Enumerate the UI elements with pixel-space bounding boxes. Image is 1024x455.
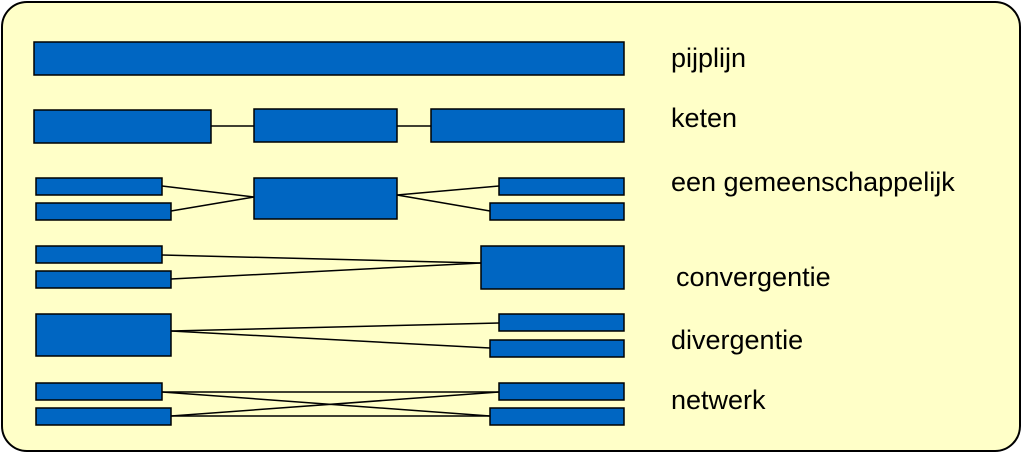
convergence-connector bbox=[170, 262, 482, 280]
label-network: netwerk bbox=[671, 385, 766, 415]
label-pipeline: pijplijn bbox=[671, 43, 747, 73]
label-shared: een gemeenschappelijk bbox=[671, 167, 955, 197]
convergence-input-bar-1 bbox=[35, 245, 163, 264]
convergence-input-bar-2 bbox=[35, 270, 172, 289]
shared-input-bar-2 bbox=[35, 202, 172, 221]
convergence-connector bbox=[161, 254, 482, 264]
chain-box-1 bbox=[33, 109, 212, 144]
network-right-bar-1 bbox=[498, 382, 625, 401]
label-chain: keten bbox=[671, 103, 738, 133]
chain-box-2 bbox=[253, 108, 398, 143]
shared-connector bbox=[161, 185, 255, 198]
network-left-bar-1 bbox=[35, 382, 163, 401]
label-divergence: divergentie bbox=[671, 325, 804, 355]
shared-connector bbox=[170, 196, 255, 212]
network-left-bar-2 bbox=[35, 407, 172, 426]
divergence-output-bar-1 bbox=[498, 313, 625, 332]
network-right-bar-2 bbox=[489, 407, 625, 426]
chain-box-3 bbox=[430, 108, 625, 143]
pipeline-box bbox=[33, 41, 625, 76]
shared-input-bar-1 bbox=[35, 177, 163, 196]
divergence-connector bbox=[170, 322, 500, 332]
divergence-output-bar-2 bbox=[489, 339, 625, 358]
divergence-source-box bbox=[35, 313, 172, 357]
shared-hub-box bbox=[253, 177, 398, 220]
shared-output-bar-1 bbox=[498, 177, 625, 196]
shared-connector bbox=[396, 185, 500, 196]
shared-connector bbox=[396, 194, 491, 212]
divergence-connector bbox=[170, 330, 491, 349]
convergence-target-box bbox=[480, 245, 625, 290]
shared-output-bar-2 bbox=[489, 202, 625, 221]
network-connector bbox=[170, 391, 500, 417]
label-convergence: convergentie bbox=[676, 262, 831, 292]
